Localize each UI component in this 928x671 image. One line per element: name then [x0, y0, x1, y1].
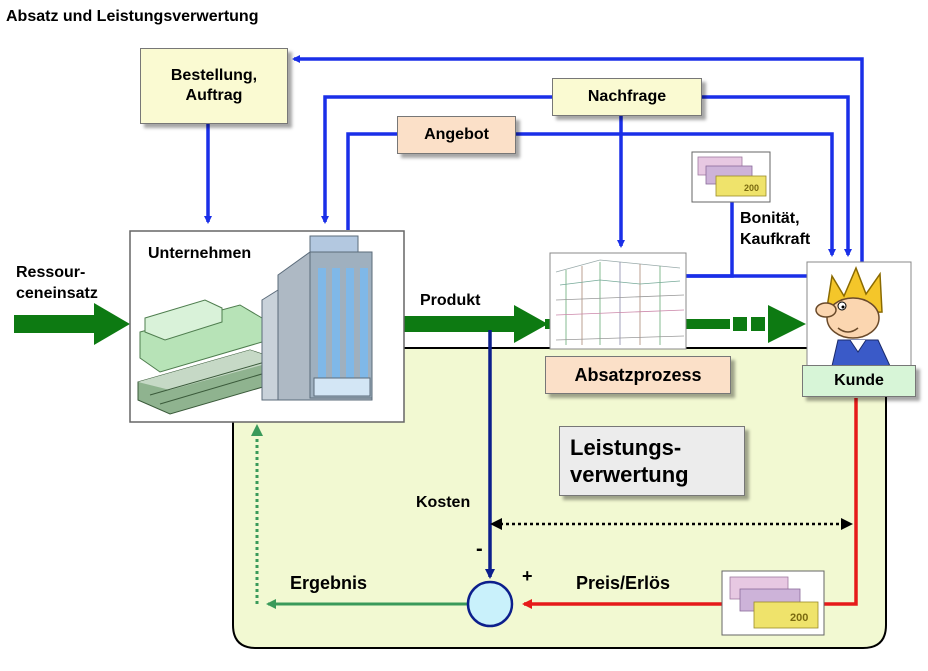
ressourceneinsatz-label: Ressour- ceneinsatz [16, 264, 98, 302]
preis-label: Preis/Erlös [576, 573, 671, 593]
svg-text:200: 200 [790, 612, 808, 624]
preis-line [522, 398, 858, 609]
customer-icon [815, 266, 891, 367]
kosten-label: Kosten [416, 494, 471, 511]
angebot-box: Angebot [397, 116, 516, 154]
plus-sign: + [522, 566, 533, 586]
banknotes-icon-bottom: 200 [721, 570, 825, 636]
page-title: Absatz und Leistungsverwertung [6, 8, 259, 25]
result-circle [466, 580, 514, 628]
bestellung-box: Bestellung, Auftrag [140, 48, 288, 124]
produkt-label: Produkt [420, 292, 481, 309]
leistungsverwertung-box: Leistungs- verwertung [559, 426, 745, 496]
ressourcen-arrow [14, 303, 130, 345]
ergebnis-label: Ergebnis [290, 573, 368, 593]
nachfrage-box: Nachfrage [552, 78, 702, 116]
blue-flow-lines [204, 55, 864, 278]
absatzprozess-picture [549, 252, 687, 350]
kunde-box: Kunde [802, 365, 916, 397]
svg-text:200: 200 [744, 183, 759, 193]
ergebnis-line [255, 432, 468, 609]
minus-sign: - [476, 538, 483, 560]
absatzprozess-box: Absatzprozess [545, 356, 731, 394]
factory-icon [137, 299, 281, 415]
hall-sketch-icon [555, 259, 685, 345]
unternehmen-label: Unternehmen [148, 245, 252, 262]
office-tower-icon [261, 235, 373, 401]
bonitaet-label: Bonität, Kaufkraft [740, 210, 811, 248]
banknotes-icon-top: 200 [691, 151, 771, 203]
